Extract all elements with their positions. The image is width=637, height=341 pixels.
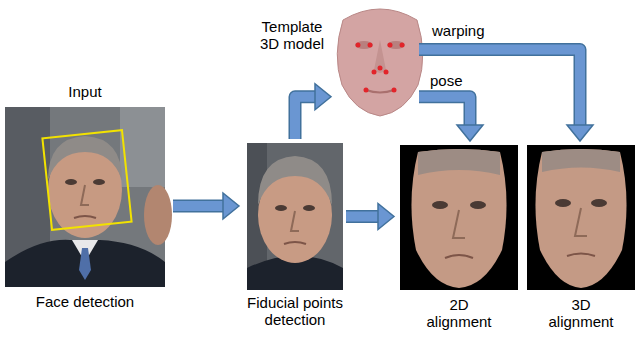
block-arrow xyxy=(295,84,331,139)
arrow-head xyxy=(378,204,394,230)
image-panel: Template 3D model xyxy=(335,0,425,118)
arrow-outline xyxy=(419,50,580,125)
image-caption: Input xyxy=(5,83,165,100)
image-panel: 3D alignment xyxy=(527,145,635,290)
image-caption: 3D alignment xyxy=(541,296,621,331)
image-caption: Face detection xyxy=(5,293,165,310)
input-photo xyxy=(5,107,172,287)
arrow-head xyxy=(567,125,593,141)
block-arrow xyxy=(419,97,483,141)
image-caption: Fiducial points detection xyxy=(225,294,365,329)
arrow-label: warping xyxy=(430,22,487,39)
image-panel: Fiducial points detection xyxy=(247,143,343,290)
arrow-body xyxy=(295,97,315,139)
image-caption: Template 3D model xyxy=(253,18,331,53)
aligned-2d-face xyxy=(400,145,518,290)
block-arrow xyxy=(419,50,593,141)
arrow-head xyxy=(315,84,331,110)
template-3d-face xyxy=(337,9,423,116)
block-arrow xyxy=(173,193,239,219)
arrow-outline xyxy=(295,97,315,139)
arrow-outline xyxy=(173,200,223,213)
arrow-head xyxy=(457,125,483,141)
aligned-3d-face xyxy=(527,145,635,290)
arrow-outline xyxy=(346,210,378,223)
arrow-body xyxy=(173,201,223,211)
arrow-body xyxy=(346,212,378,222)
fiducial-photo xyxy=(247,143,343,290)
image-panel: InputFace detection xyxy=(5,107,165,287)
arrow-body xyxy=(419,50,580,125)
arrow-body xyxy=(419,97,470,125)
image-caption: 2D alignment xyxy=(419,296,499,331)
block-arrow xyxy=(346,204,394,230)
arrow-outline xyxy=(419,97,470,125)
image-panel: 2D alignment xyxy=(400,145,518,290)
arrow-label: pose xyxy=(428,72,465,89)
arrow-head xyxy=(223,193,239,219)
